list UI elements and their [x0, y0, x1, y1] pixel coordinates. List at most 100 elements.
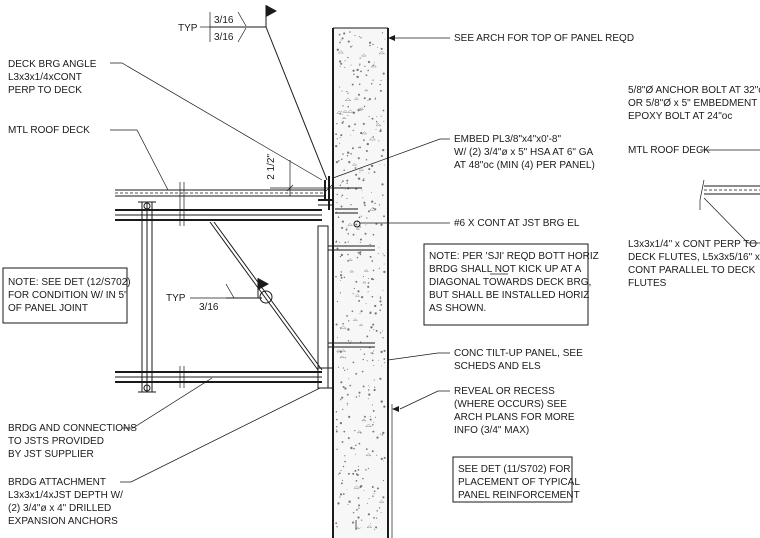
concrete-aggregate-dot [367, 278, 369, 280]
concrete-aggregate-dot [347, 328, 350, 331]
note-angle-right-line1: L3x3x1/4" x CONT PERP TO [628, 239, 757, 250]
concrete-aggregate-dot [336, 138, 338, 140]
concrete-aggregate-dot [352, 69, 355, 72]
note-anchor-line2: OR 5/8"Ø x 5" EMBEDMENT [628, 98, 757, 109]
concrete-aggregate-dot [369, 330, 371, 332]
concrete-aggregate-dot [370, 523, 371, 524]
concrete-aggregate-dot [340, 134, 343, 137]
weld-symbol-top: TYP 3/16 3/16 [178, 5, 328, 181]
concrete-aggregate-dot [373, 388, 376, 392]
concrete-aggregate-dot [368, 385, 370, 387]
concrete-aggregate-dot [379, 300, 382, 303]
note-sji-line2: BRDG SHALL NOT KICK UP AT A [429, 264, 582, 275]
note-det-11-line1: SEE DET (11/S702) FOR [458, 464, 570, 475]
note-reveal-line4: INFO (3/4" MAX) [454, 425, 529, 436]
concrete-aggregate-dot [341, 180, 344, 183]
concrete-aggregate-dot [335, 430, 338, 433]
concrete-aggregate-dot [365, 74, 367, 76]
note-anchor-bolt: 5/8"Ø ANCHOR BOLT AT 32"oc OR 5/8"Ø x 5"… [628, 85, 760, 122]
concrete-aggregate-stone [349, 269, 355, 273]
concrete-aggregate-dot [350, 64, 352, 66]
concrete-aggregate-dot [382, 289, 384, 291]
concrete-aggregate-dot [373, 493, 375, 495]
concrete-aggregate-dot [362, 122, 365, 125]
concrete-aggregate-dot [342, 153, 344, 155]
note-det-11-line3: PANEL REINFORCEMENT [458, 490, 580, 501]
concrete-aggregate-dot [359, 36, 361, 38]
concrete-aggregate-dot [337, 366, 339, 368]
concrete-aggregate-dot [371, 260, 374, 262]
concrete-aggregate-dot [343, 169, 345, 172]
concrete-aggregate-dot [380, 304, 383, 306]
concrete-aggregate-dot [379, 332, 382, 334]
concrete-aggregate-dot [338, 33, 341, 36]
note-embed-pl: EMBED PL3/8"x4"x0'-8" W/ (2) 3/4"ø x 5" … [332, 134, 595, 179]
concrete-aggregate-dot [356, 75, 359, 79]
concrete-aggregate-dot [368, 386, 370, 388]
concrete-aggregate-dot [337, 352, 339, 354]
concrete-aggregate-dot [352, 129, 354, 132]
concrete-aggregate-dot [359, 64, 361, 66]
note-sji-line5: AS SHOWN. [429, 303, 486, 314]
concrete-aggregate-dot [340, 39, 342, 41]
concrete-aggregate-dot [372, 409, 375, 412]
concrete-aggregate-dot [341, 220, 345, 223]
concrete-aggregate-dot [359, 253, 362, 256]
concrete-aggregate-dot [359, 226, 361, 228]
concrete-aggregate-dot [358, 216, 361, 219]
joist-top-chord [115, 204, 322, 226]
concrete-aggregate-stone [355, 526, 361, 530]
concrete-aggregate-dot [352, 233, 355, 236]
concrete-aggregate-dot [358, 466, 360, 468]
concrete-aggregate-dot [357, 516, 360, 519]
concrete-aggregate-dot [363, 105, 366, 108]
concrete-aggregate-dot [341, 194, 344, 197]
concrete-aggregate-dot [339, 255, 342, 258]
concrete-aggregate-dot [346, 402, 349, 405]
concrete-aggregate-dot [366, 142, 369, 146]
concrete-aggregate-dot [335, 323, 338, 326]
note-angle-right-line4: FLUTES [628, 278, 667, 289]
concrete-aggregate-dot [375, 329, 378, 332]
concrete-aggregate-dot [367, 502, 368, 504]
note-mtl-roof-deck-right-text: MTL ROOF DECK [628, 145, 710, 156]
concrete-aggregate-dot [353, 287, 355, 290]
concrete-aggregate-stone [337, 50, 344, 54]
concrete-aggregate-dot [339, 493, 343, 496]
concrete-aggregate-dot [351, 310, 354, 313]
note-deck-brg-angle-line1: DECK BRG ANGLE [8, 59, 97, 70]
concrete-aggregate-stone [363, 88, 369, 92]
concrete-aggregate-dot [380, 115, 382, 117]
concrete-aggregate-dot [362, 385, 365, 388]
concrete-aggregate-dot [365, 469, 367, 471]
weld-mid-typ: TYP [166, 293, 186, 304]
concrete-aggregate-dot [382, 194, 384, 196]
concrete-aggregate-dot [337, 502, 340, 505]
concrete-aggregate-dot [367, 285, 370, 288]
note-see-arch: SEE ARCH FOR TOP OF PANEL REQD [388, 33, 634, 44]
concrete-aggregate-dot [360, 131, 363, 135]
concrete-aggregate-dot [373, 365, 375, 366]
concrete-aggregate-stone [354, 293, 361, 297]
concrete-aggregate-dot [336, 123, 338, 125]
concrete-aggregate-dot [346, 393, 349, 396]
concrete-panel [332, 27, 389, 538]
dim-2-half-label: 2 1/2" [266, 154, 277, 180]
concrete-aggregate-stone [369, 207, 377, 211]
concrete-aggregate-dot [347, 105, 349, 108]
concrete-aggregate-dot [342, 493, 345, 495]
concrete-aggregate-stone [347, 258, 353, 262]
concrete-aggregate-dot [371, 352, 374, 355]
concrete-aggregate-dot [340, 253, 344, 257]
concrete-aggregate-dot [336, 526, 338, 528]
note-reveal-line2: (WHERE OCCURS) SEE [454, 399, 567, 410]
concrete-aggregate-dot [341, 196, 342, 198]
concrete-aggregate-dot [355, 372, 358, 375]
concrete-aggregate-dot [379, 164, 381, 166]
concrete-aggregate-dot [340, 271, 343, 273]
concrete-aggregate-dot [383, 120, 385, 122]
concrete-aggregate-dot [382, 479, 384, 482]
concrete-aggregate-dot [378, 507, 381, 509]
concrete-aggregate-dot [340, 381, 343, 384]
concrete-aggregate-dot [358, 299, 361, 302]
